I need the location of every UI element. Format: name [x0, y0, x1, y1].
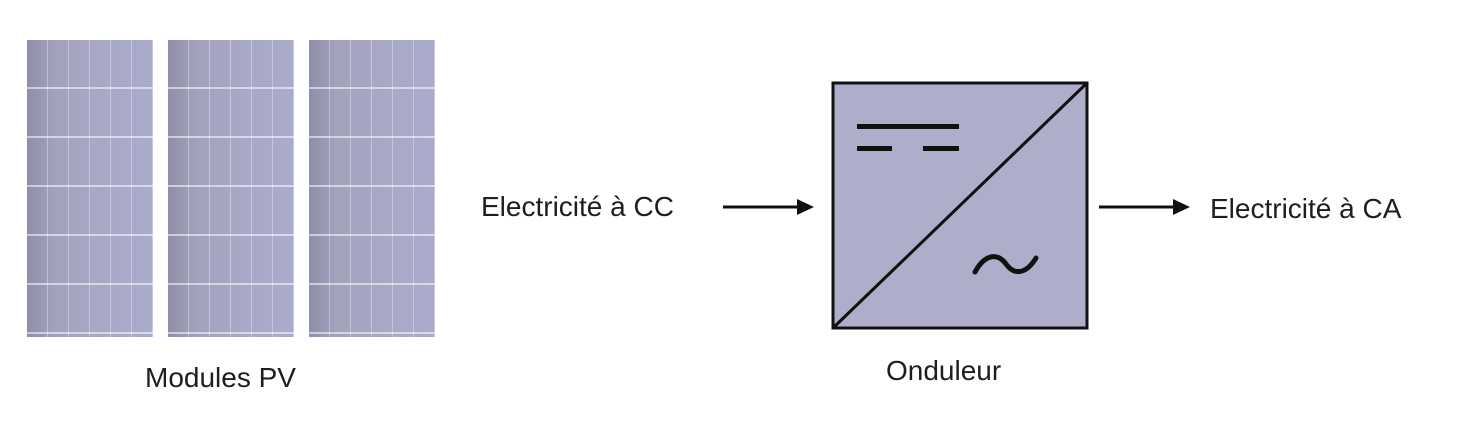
dc-arrow	[723, 199, 814, 215]
ac-electricity-label: Electricité à CA	[1210, 193, 1402, 224]
ac-wave-icon	[972, 254, 1039, 275]
dc-symbol-icon	[857, 124, 959, 151]
inverter-box	[831, 81, 1089, 330]
inverter-label: Onduleur	[886, 355, 1002, 386]
pv-panel	[27, 40, 153, 337]
ac-arrow	[1099, 199, 1190, 215]
pv-modules-label: Modules PV	[145, 362, 296, 393]
dc-electricity-label: Electricité à CC	[481, 191, 674, 222]
pv-panel	[168, 40, 294, 337]
pv-panel	[309, 40, 435, 337]
inverter-diagonal	[831, 81, 1089, 330]
